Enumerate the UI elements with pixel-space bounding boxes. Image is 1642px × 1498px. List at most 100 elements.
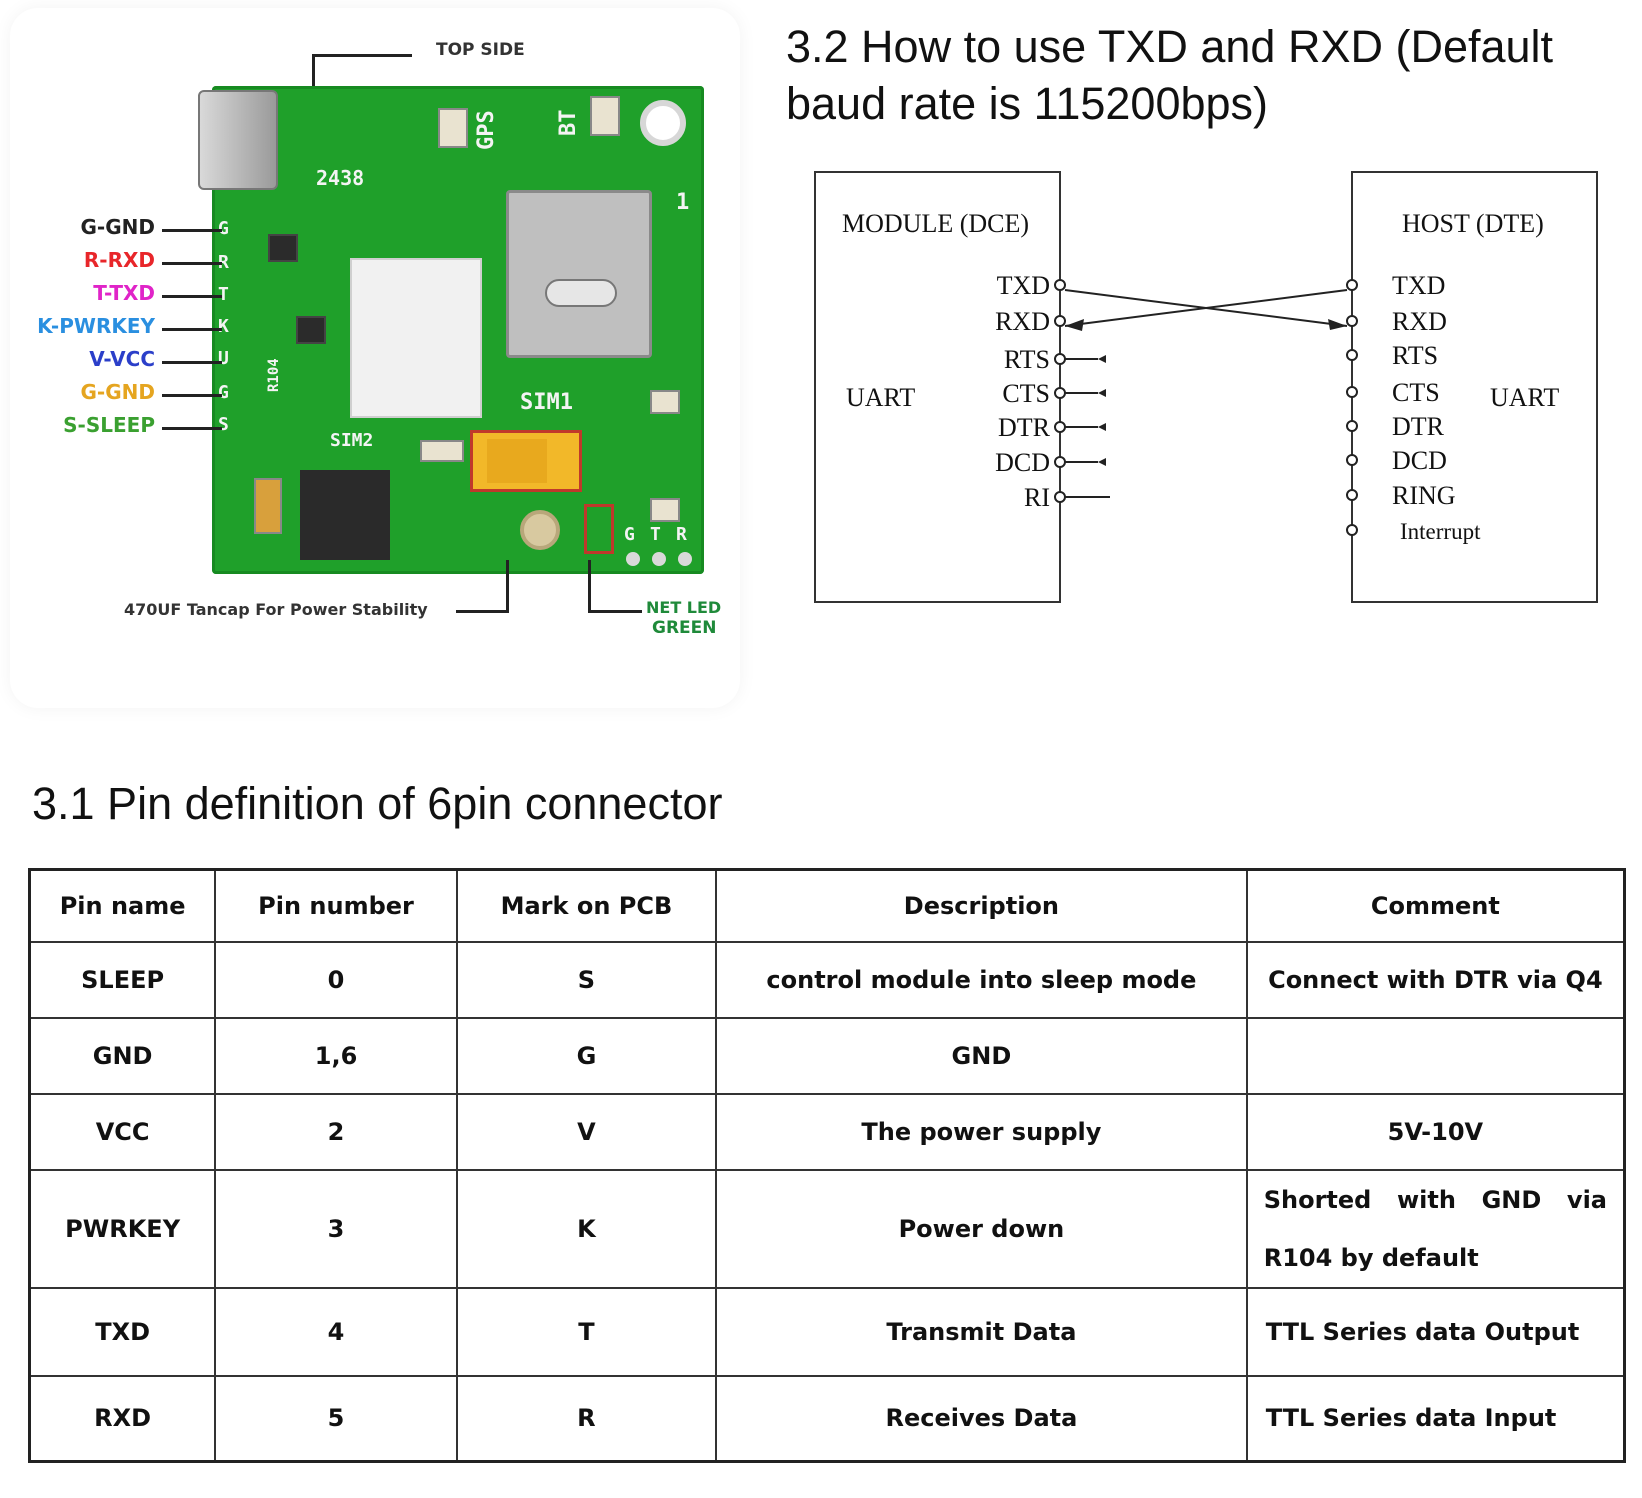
header-description: Description	[715, 868, 1248, 943]
sim-card-holder	[506, 190, 652, 358]
silk-gps: GPS	[474, 110, 499, 150]
host-pin-label: Interrupt	[1400, 519, 1481, 544]
pad	[678, 552, 692, 566]
cell-mark: G	[455, 1016, 718, 1095]
pin-mark: G	[624, 524, 635, 545]
host-pin-label: RXD	[1392, 307, 1447, 336]
cell-comment: 5V-10V	[1245, 1092, 1626, 1171]
net-led-highlight	[584, 504, 614, 554]
pin-leader-line	[162, 295, 222, 298]
smd-component	[650, 498, 680, 522]
pin-stub-arrow	[1098, 458, 1106, 466]
table-row: PWRKEY 3 K Power down Shorted with GND v…	[28, 1168, 1626, 1289]
top-side-callout-line-v	[312, 54, 315, 88]
module-pin-terminal	[1054, 491, 1066, 503]
host-box	[1351, 171, 1598, 603]
silk-one: 1	[676, 190, 690, 215]
voltage-regulator	[300, 470, 390, 560]
host-uart-label: UART	[1490, 383, 1559, 412]
cell-mark: K	[455, 1168, 718, 1289]
module-uart-label: UART	[846, 383, 915, 412]
table-header-row: Pin name Pin number Mark on PCB Descript…	[28, 868, 1626, 943]
cell-pin-name: TXD	[28, 1286, 217, 1377]
cell-description: Power down	[715, 1168, 1248, 1289]
table-row: TXD 4 T Transmit Data TTL Series data Ou…	[28, 1286, 1626, 1377]
net-led-color: GREEN	[652, 618, 717, 638]
module-pin-label: DTR	[998, 413, 1051, 442]
cell-comment	[1245, 1016, 1626, 1095]
silk-bt: BT	[556, 109, 581, 137]
module-pin-label: DCD	[995, 448, 1050, 477]
pin-mark: T	[650, 524, 661, 545]
pin-label-s-sleep: S-SLEEP	[63, 413, 155, 437]
host-pin-label: RING	[1392, 481, 1456, 510]
host-pin-terminal	[1346, 349, 1358, 361]
pin-leader-line	[162, 262, 222, 265]
pin-leader-line	[162, 427, 222, 430]
pin-label-g-gnd-2: G-GND	[80, 380, 155, 404]
led-callout-line-v	[588, 560, 591, 613]
pin-leader-line	[162, 361, 222, 364]
arrow-to-host-rxd	[1328, 319, 1347, 330]
host-pin-terminal	[1346, 454, 1358, 466]
cell-comment: Connect with DTR via Q4	[1245, 940, 1626, 1019]
comment-word: GND	[1481, 1185, 1542, 1214]
pin-mark: K	[218, 316, 229, 337]
cell-pin-number: 1,6	[214, 1016, 458, 1095]
pin-leader-line	[162, 328, 222, 331]
cell-pin-number: 2	[214, 1092, 458, 1171]
header-pin-name: Pin name	[28, 868, 217, 943]
pin-mark: U	[218, 348, 229, 369]
tancap-callout-line-h	[456, 610, 508, 613]
table-row: RXD 5 R Receives Data TTL Series data In…	[28, 1374, 1626, 1463]
cell-description: GND	[715, 1016, 1248, 1095]
led-callout-line-h	[588, 610, 642, 613]
pad	[626, 552, 640, 566]
module-pin-label: TXD	[997, 271, 1050, 300]
cell-description: Receives Data	[715, 1374, 1248, 1463]
host-pin-terminal	[1346, 524, 1358, 536]
tancap-callout: 470UF Tancap For Power Stability	[124, 600, 428, 619]
cell-description: Transmit Data	[715, 1286, 1248, 1377]
tancap-body	[487, 439, 547, 483]
host-pin-terminal	[1346, 420, 1358, 432]
smd-component	[420, 440, 464, 462]
pin-stub-arrow	[1098, 389, 1106, 397]
host-pin-terminal	[1346, 279, 1358, 291]
tancap-callout-line-v	[506, 560, 509, 613]
mounting-hole	[640, 100, 686, 146]
host-pin-terminal	[1346, 386, 1358, 398]
pin-mark: S	[218, 414, 229, 435]
host-pin-label: DTR	[1392, 412, 1445, 441]
pin-leader-line	[162, 229, 222, 232]
capacitor	[254, 478, 282, 534]
silk-sim2: SIM2	[330, 430, 374, 451]
gsm-module	[350, 258, 482, 418]
transistor	[268, 234, 298, 262]
silk-sim1: SIM1	[520, 390, 573, 415]
comment-line-1: Shorted with GND via	[1264, 1171, 1607, 1229]
sim-slot	[545, 279, 617, 307]
pin-leader-line	[162, 394, 222, 397]
silk-code: 2438	[316, 166, 365, 190]
pin-stub-arrow	[1098, 423, 1106, 431]
table-row: GND 1,6 G GND	[28, 1016, 1626, 1095]
comment-word: Shorted	[1263, 1185, 1372, 1214]
pin-label-list: G-GND R-RXD T-TXD K-PWRKEY V-VCC G-GND S…	[0, 215, 155, 445]
comment-word: via	[1566, 1185, 1607, 1214]
silk-r104: R104	[266, 358, 282, 392]
cell-comment: TTL Series data Input	[1245, 1374, 1626, 1463]
header-pin-number: Pin number	[214, 868, 458, 943]
pin-mark: R	[676, 524, 687, 545]
host-pin-label: RTS	[1392, 341, 1438, 370]
uart-connection-diagram: MODULE (DCE) HOST (DTE) UART UART TXDRXD…	[814, 171, 1598, 603]
cell-pin-number: 0	[214, 940, 458, 1019]
transistor	[296, 316, 326, 344]
cell-comment: Shorted with GND via R104 by default	[1245, 1168, 1626, 1289]
cell-description: control module into sleep mode	[715, 940, 1248, 1019]
cell-pin-name: SLEEP	[28, 940, 217, 1019]
module-pin-terminal	[1054, 279, 1066, 291]
comment-line-2: R104 by default	[1263, 1243, 1479, 1272]
pin-definition-table: Pin name Pin number Mark on PCB Descript…	[28, 868, 1626, 1463]
